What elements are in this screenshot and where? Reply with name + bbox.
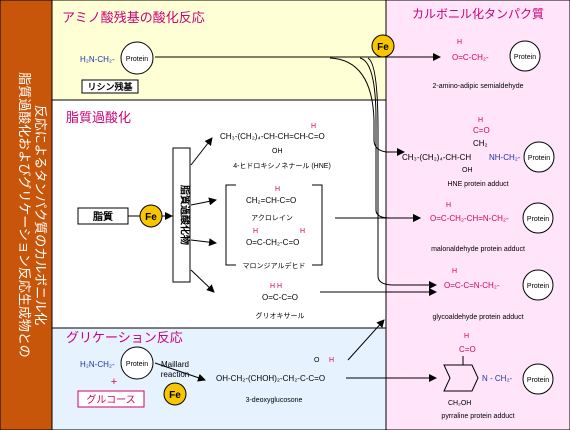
p5-co: C=O [459,345,476,354]
arrow-glyc-to-deoxy [154,362,206,382]
sidebar-title-line1: 脂質過酸化およびグリケーション反応生成物との [17,72,32,358]
p1-h: H [457,39,462,46]
iron-top: Fe [371,34,395,58]
iron-label: Fe [169,390,181,401]
arrow-deoxy-to-p4 [347,319,385,361]
p2-nh: NH-CH₂- [489,153,521,162]
arrow-amino-to-p4 [367,57,437,289]
arrow-to-malon [190,238,217,247]
p2-formula: CH₃-(CH₂)₄-CH-CH [402,153,471,162]
amino-title: アミノ酸残基の酸化反応 [62,10,205,25]
arrows [128,53,441,382]
protein-label: Protein [527,283,549,290]
malon-h2: H [300,228,305,235]
p4-name: glycoaldehyde protein adduct [432,314,523,321]
p3-h: H [446,202,451,209]
acrolein-h: H [275,186,280,193]
iron-label: Fe [145,212,157,223]
carbonyl-title: カルボニル化タンパク質 [412,6,544,21]
bracket-right [312,184,323,266]
peroxide-label: 脂質過酸化物 [179,184,192,245]
lysine-label: リシン残基 [87,81,133,92]
lysine-formula: H₂N-CH₂- [80,55,115,64]
glyoxal-formula: O=C-C=O [262,293,298,302]
reaction-label: reaction [161,370,189,379]
p5-n: N - CH₂- [482,374,513,383]
lysine-box [81,79,139,94]
hne-name: 4-ヒドロキシノネナール (HNE) [233,162,331,170]
p2-co: C=O [473,126,490,135]
iron-lipid: Fe [139,204,163,228]
protein-label: Protein [527,377,549,384]
bracket-left [225,184,236,266]
acrolein-name: アクロレイン [251,214,293,222]
glyoxal-h: H H [270,283,282,290]
p5-name: pyrraline protein adduct [441,413,514,420]
maillard-label: Maillard [161,360,189,369]
p2-oh: OH [462,167,473,174]
lipid-title: 脂質過酸化 [66,110,131,125]
glucose-box [77,390,145,408]
arrow-to-acrolein [190,197,217,206]
glycation-title: グリケーション反応 [66,330,183,345]
malon-h1: H [253,228,258,235]
p5-h: H [464,333,469,340]
protein-label: Protein [126,361,148,368]
p5-ch2oh: CH₂OH [448,400,471,407]
protein-amino: Protein [120,41,154,75]
p3-name: malonaldehyde protein adduct [431,246,525,253]
pyrrole-ring [443,364,479,392]
protein-p1: Protein [509,40,541,72]
arrow-to-hne [190,137,213,166]
protein-label: Protein [528,155,550,162]
malon-formula: O=C-CH₂-C=O [246,238,299,247]
arrow-to-glyoxal [190,269,215,293]
peroxide-box [172,147,191,283]
protein-p2: Protein [523,141,555,173]
glyc-formula: H₂N-CH₂- [80,360,115,369]
hne-h: H [311,123,316,130]
arrow-amino-to-p2 [329,57,405,156]
sidebar-title-line2: 反応によるタンパク質のカルボニル化 [33,105,48,326]
p2-ch2: CH₂ [473,139,488,148]
protein-label: Protein [126,56,148,63]
lipid-label: 脂質 [92,210,113,223]
protein-p5: Protein [522,363,554,395]
p1-formula: O=C-CH₂- [452,53,489,62]
plus-sign: + [111,376,117,388]
deoxy-h: H [329,357,334,364]
p2-name: HNE protein adduct [447,181,508,188]
deoxy-formula: OH-CH₂-(CHOH)₂-CH₂-C-C=O [216,374,325,383]
glyoxal-name: グリオキサール [256,311,305,320]
protein-label: Protein [514,54,536,61]
hne-formula: CH₃-(CH₂)₄-CH-CH=CH-C=O [220,132,325,141]
protein-p4: Protein [522,269,554,301]
protein-label: Protein [527,216,549,223]
p4-h: H [452,268,457,275]
deoxy-o: O [314,357,320,364]
protein-glyc: Protein [120,346,154,380]
glycation-section [51,327,387,430]
hne-oh: OH [272,148,283,155]
p2-h: H [478,117,483,124]
glucose-label: グルコース [86,393,135,406]
iron-glyc: Fe [163,382,187,406]
sidebar [0,0,53,430]
iron-label: Fe [377,42,389,53]
p4-formula: O=C-C=N-CH₂- [444,281,500,290]
malon-name: マロンジアルデヒド [243,261,306,270]
protein-p3: Protein [522,202,554,234]
acrolein-formula: CH₂=CH-C=O [246,196,296,205]
p1-name: 2-amino-adipic semialdehyde [432,83,523,90]
p3-formula: O=C-CH₂-CH=N-CH₂- [430,214,509,223]
deoxy-name: 3-deoxyglucosone [246,397,303,404]
